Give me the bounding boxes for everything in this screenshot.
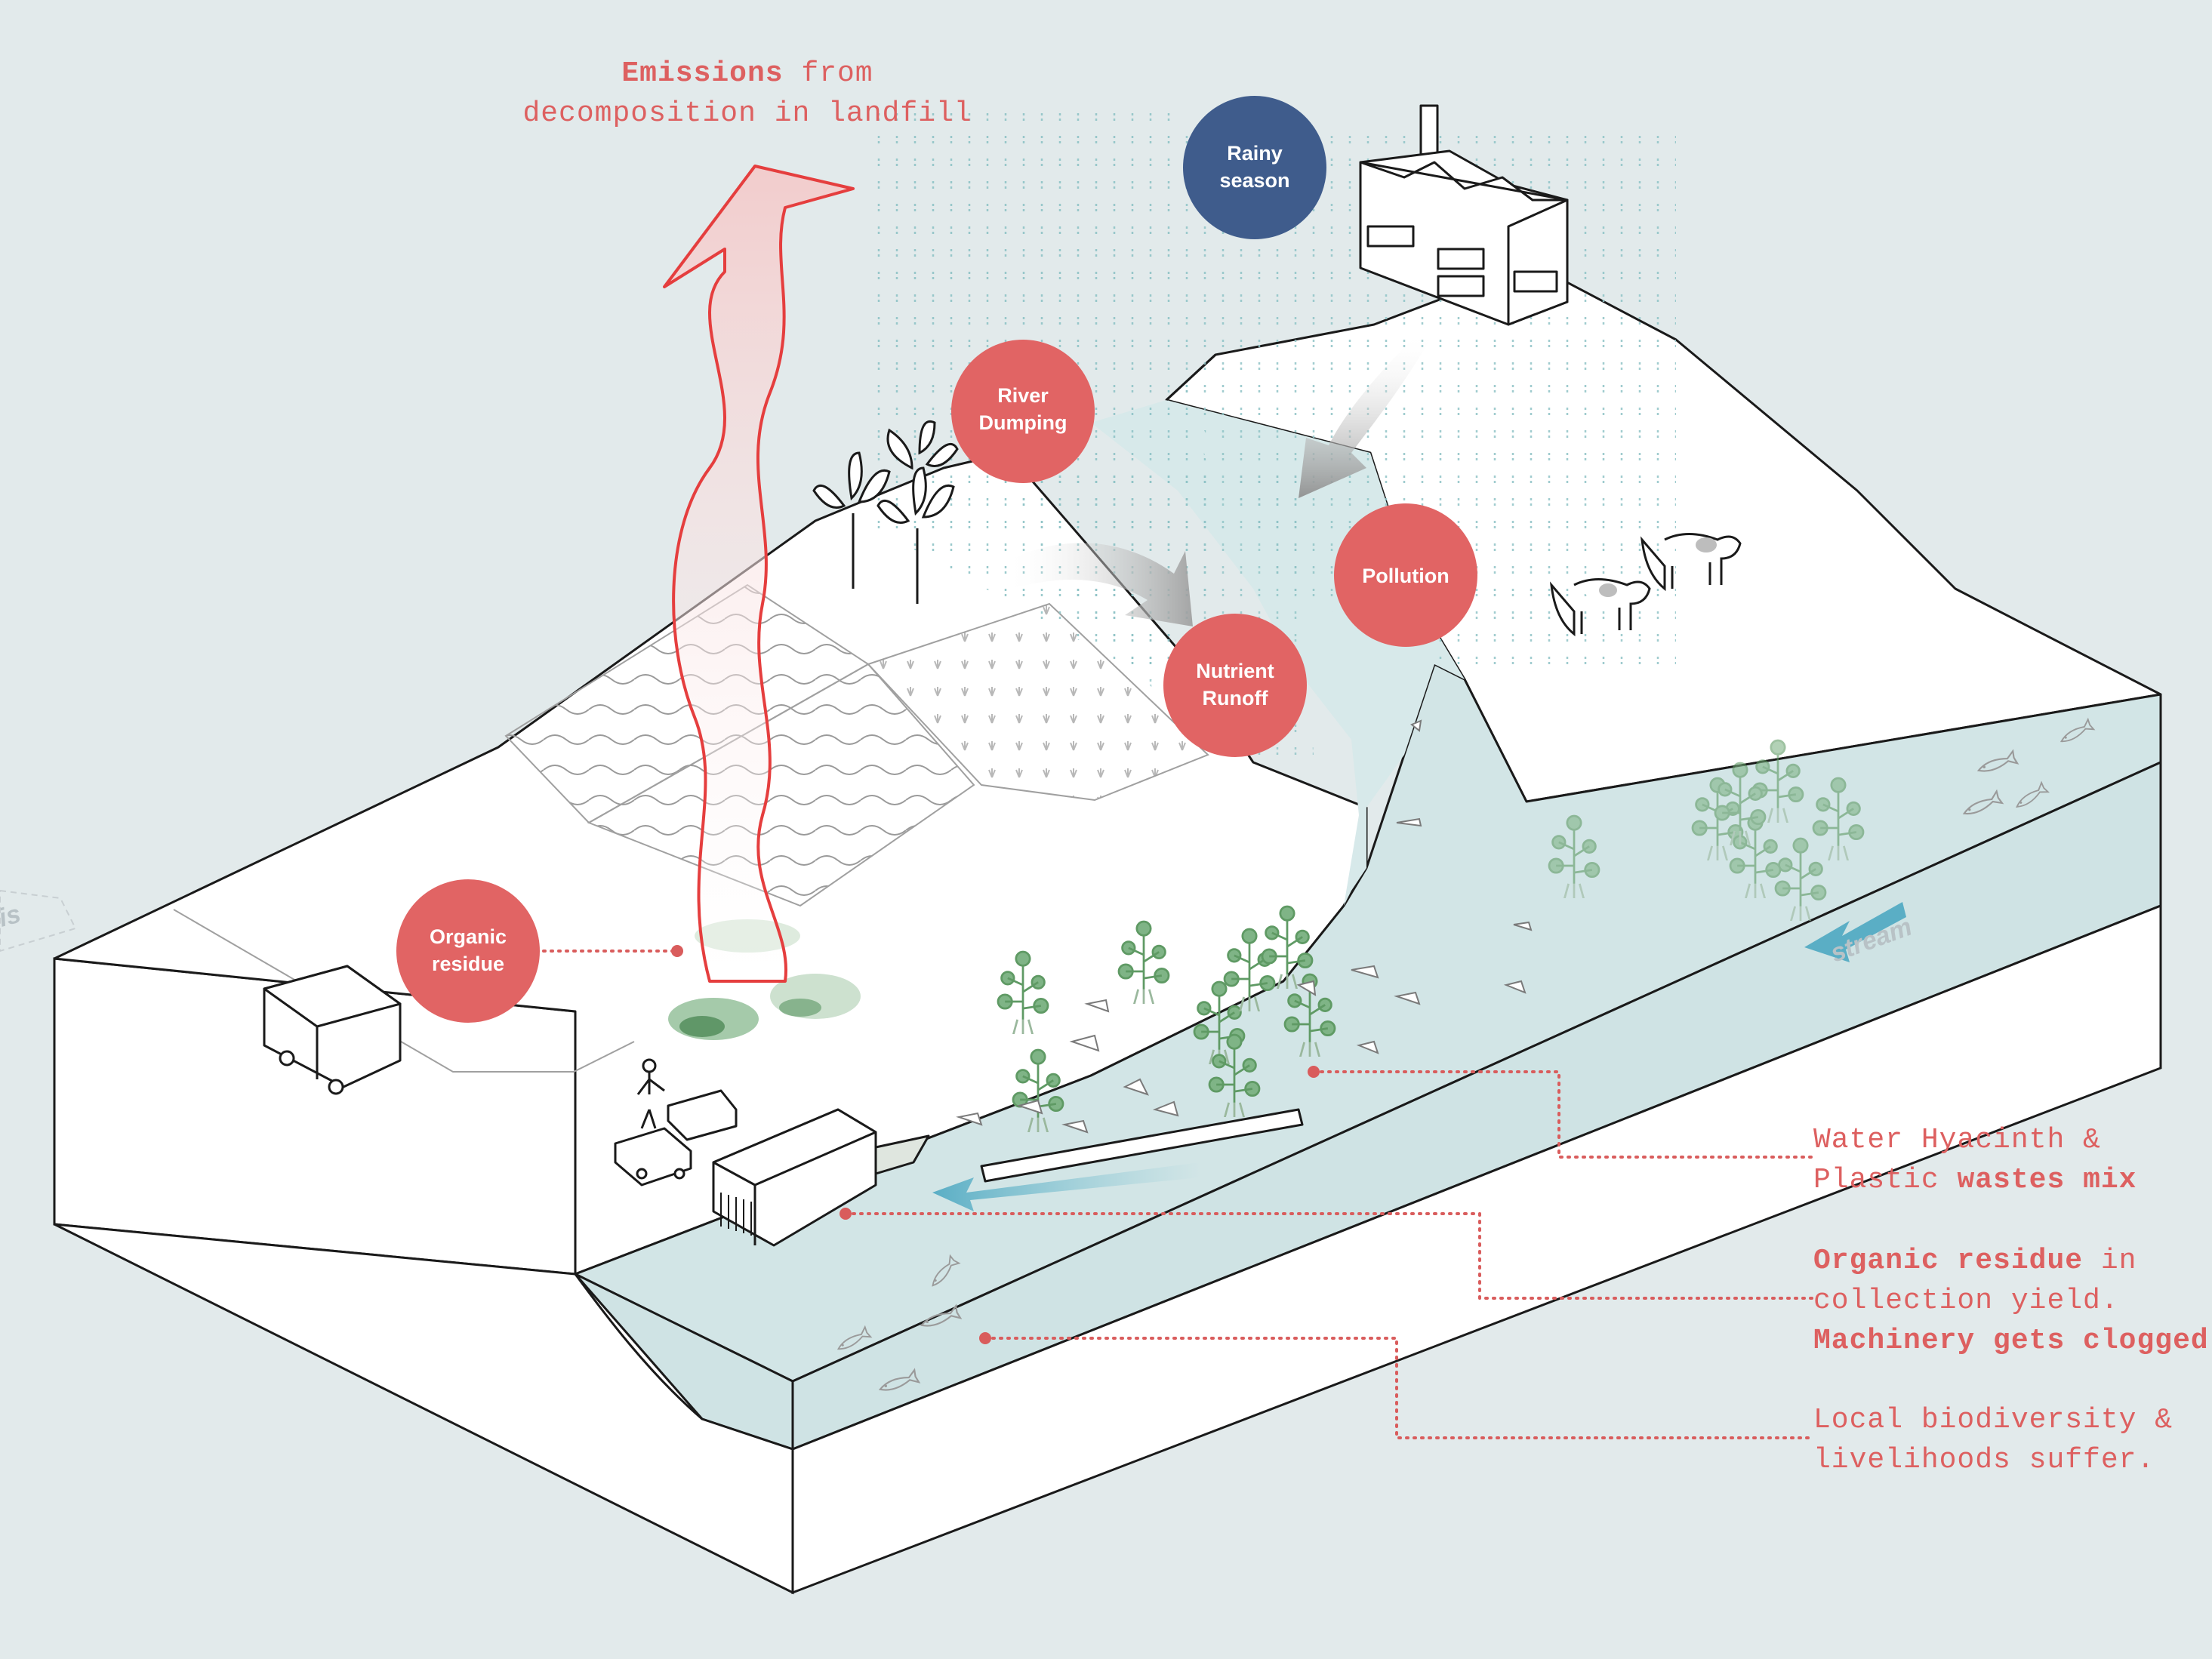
bubble-pollution-l1: Pollution bbox=[1362, 565, 1449, 587]
flow-arrows bbox=[932, 332, 1906, 1211]
bubble-rainy-season: Rainy season bbox=[1183, 96, 1326, 239]
annotation-biodiversity: Local biodiversity & livelihoods suffer. bbox=[1813, 1404, 2173, 1476]
bubble-organic-residue-l2: residue bbox=[432, 953, 504, 975]
bubble-river-dumping-l1: River bbox=[997, 384, 1049, 407]
emissions-bold: Emissions bbox=[621, 57, 783, 90]
annotation-biodiversity-l1: Local biodiversity & bbox=[1813, 1404, 2173, 1436]
svg-text:Plastic wastes mix: Plastic wastes mix bbox=[1813, 1164, 2137, 1196]
edge-label: is bbox=[0, 900, 23, 933]
bubble-river-dumping: River Dumping bbox=[951, 340, 1095, 483]
annotation-hyacinth: Water Hyacinth & Plastic wastes mix bbox=[1813, 1124, 2137, 1196]
bubble-pollution: Pollution bbox=[1334, 503, 1477, 647]
bubble-nutrient-runoff-l1: Nutrient bbox=[1196, 660, 1274, 682]
emissions-arrow bbox=[663, 165, 855, 983]
fields bbox=[173, 583, 1209, 1073]
bubble-organic-residue: Organic residue bbox=[396, 879, 540, 1023]
cows bbox=[1549, 533, 1742, 637]
emissions-caption: Emissions from decomposition in landfill bbox=[522, 57, 972, 130]
bubble-river-dumping-l2: Dumping bbox=[979, 411, 1067, 434]
annotation-hyacinth-l1: Water Hyacinth & bbox=[1813, 1124, 2101, 1156]
factory bbox=[1359, 104, 1569, 326]
emissions-rest: from bbox=[784, 57, 873, 90]
plastic-debris bbox=[956, 719, 1533, 1134]
annotation-residue-l1b: in bbox=[2083, 1245, 2137, 1277]
svg-text:Emissions from: Emissions from bbox=[621, 57, 873, 90]
bubble-nutrient-runoff: Nutrient Runoff bbox=[1163, 614, 1307, 757]
carts bbox=[263, 965, 738, 1187]
svg-text:Organic residue in: Organic residue in bbox=[1813, 1245, 2137, 1277]
annotation-hyacinth-l2a: Plastic bbox=[1813, 1164, 1957, 1196]
annotation-hyacinth-l2b: wastes mix bbox=[1957, 1164, 2137, 1196]
bubble-rainy-season-l2: season bbox=[1219, 169, 1289, 192]
bubble-nutrient-runoff-l2: Runoff bbox=[1203, 687, 1269, 709]
leader-lines bbox=[542, 945, 1813, 1439]
annotation-biodiversity-l2: livelihoods suffer. bbox=[1813, 1444, 2155, 1476]
annotation-residue-l1a: Organic residue bbox=[1813, 1245, 2083, 1277]
collection-machine bbox=[712, 1108, 1304, 1247]
annotation-residue-l3: Machinery gets clogged bbox=[1813, 1325, 2209, 1357]
edge-label-box: is bbox=[0, 889, 77, 953]
trees bbox=[812, 420, 959, 604]
annotation-residue: Organic residue in collection yield. Mac… bbox=[1813, 1245, 2209, 1357]
annotation-residue-l2: collection yield. bbox=[1813, 1285, 2119, 1317]
bubble-organic-residue-l1: Organic bbox=[430, 925, 507, 948]
emissions-line2: decomposition in landfill bbox=[522, 97, 972, 130]
bubble-rainy-season-l1: Rainy bbox=[1227, 142, 1283, 165]
